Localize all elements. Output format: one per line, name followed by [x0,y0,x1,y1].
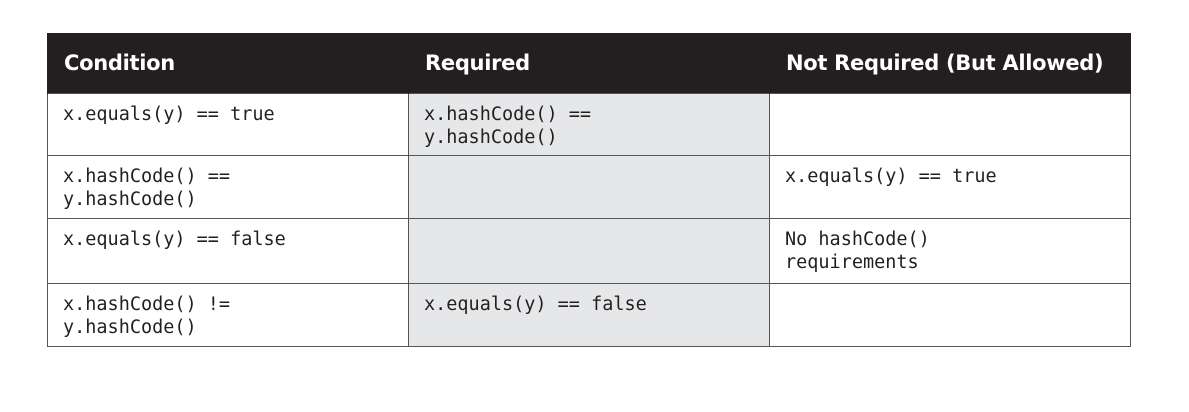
header-not-required: Not Required (But Allowed) [769,33,1131,94]
not-required-cell: x.equals(y) == true [769,155,1131,219]
required-cell [408,155,770,219]
header-condition: Condition [47,33,409,94]
not-required-cell [769,283,1131,347]
table-row: x.equals(y) == true x.hashCode() == y.ha… [47,93,1131,156]
equals-hashcode-contract-table: Condition Required Not Required (But All… [47,33,1131,347]
table-row: x.equals(y) == false No hashCode() requi… [47,218,1131,284]
table-header-row: Condition Required Not Required (But All… [47,33,1131,94]
table-row: x.hashCode() == y.hashCode() x.equals(y)… [47,155,1131,219]
not-required-cell [769,93,1131,156]
condition-cell: x.equals(y) == true [47,93,409,156]
condition-cell: x.equals(y) == false [47,218,409,284]
equals-hashcode-table-container: Condition Required Not Required (But All… [47,33,1131,347]
condition-cell: x.hashCode() == y.hashCode() [47,155,409,219]
table-row: x.hashCode() != y.hashCode() x.equals(y)… [47,283,1131,347]
header-required: Required [408,33,770,94]
required-cell: x.hashCode() == y.hashCode() [408,93,770,156]
condition-cell: x.hashCode() != y.hashCode() [47,283,409,347]
not-required-cell: No hashCode() requirements [769,218,1131,284]
required-cell: x.equals(y) == false [408,283,770,347]
required-cell [408,218,770,284]
